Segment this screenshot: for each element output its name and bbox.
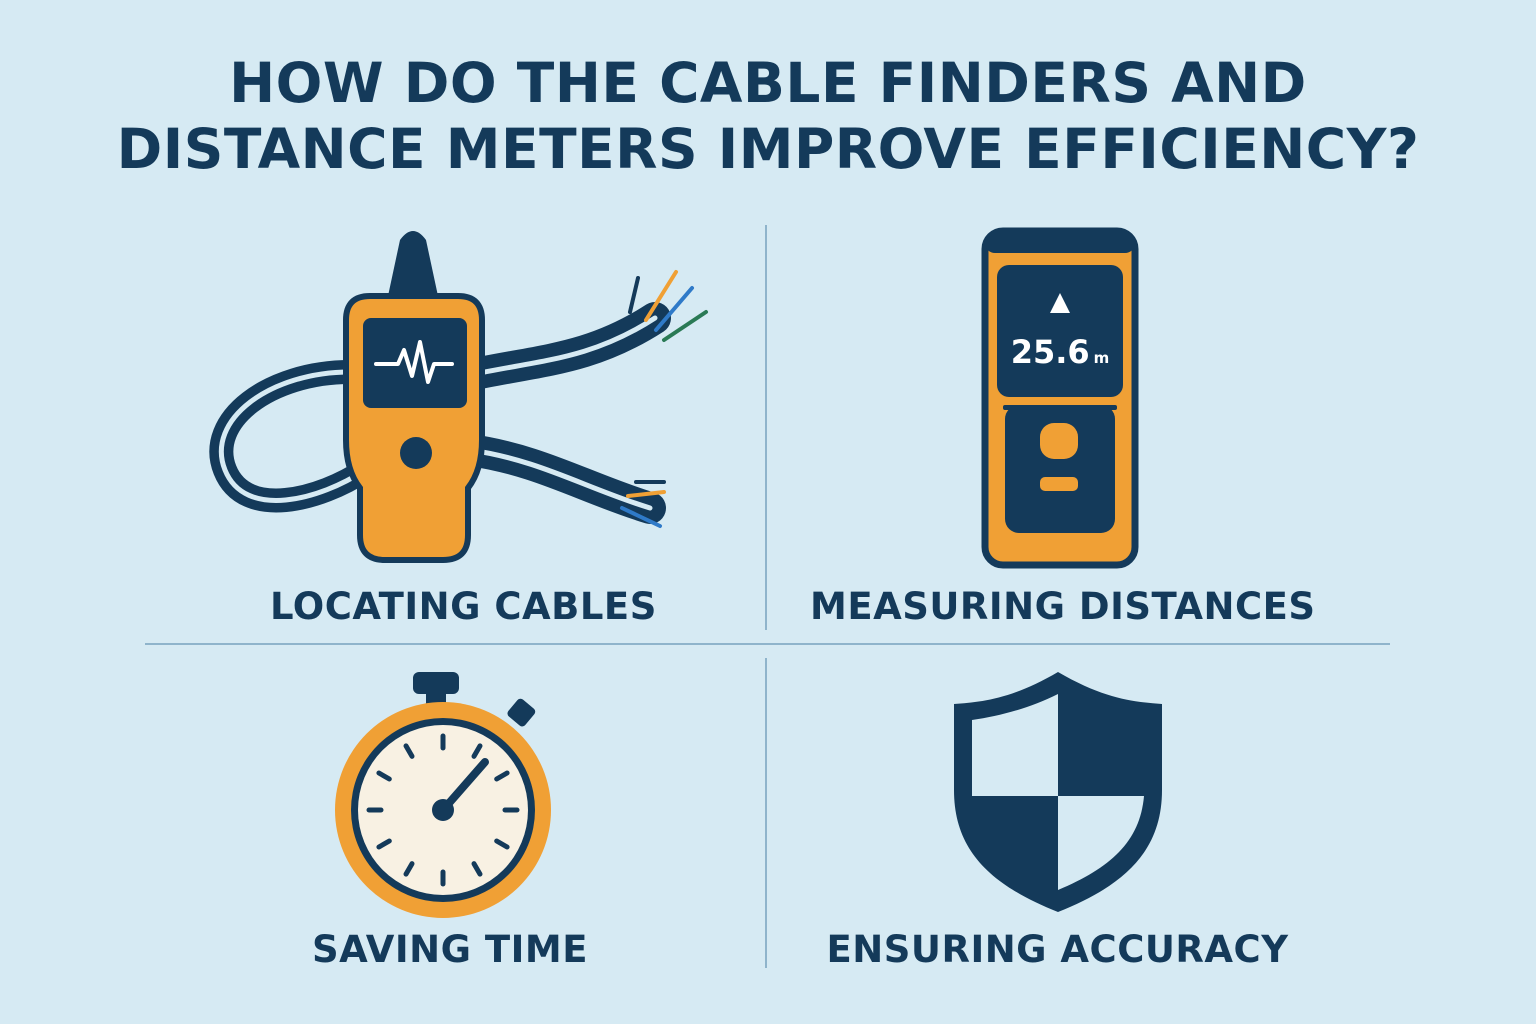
label-measuring-distances: MEASURING DISTANCES xyxy=(810,585,1316,628)
horizontal-divider xyxy=(145,643,1390,645)
stopwatch-tick xyxy=(471,861,483,877)
stopwatch-tick xyxy=(494,838,510,850)
label-locating-cables: LOCATING CABLES xyxy=(270,585,657,628)
stopwatch-tick xyxy=(376,770,392,782)
shield-icon xyxy=(954,672,1162,912)
distance-meter-body xyxy=(981,227,1139,569)
label-ensuring-accuracy: ENSURING ACCURACY xyxy=(826,928,1289,971)
circle-button-icon xyxy=(1040,423,1078,459)
cable-finder-icon xyxy=(209,231,708,563)
title-line-1: HOW DO THE CABLE FINDERS AND xyxy=(229,51,1307,115)
stopwatch-icon xyxy=(335,672,551,918)
title-line-2: DISTANCE METERS IMPROVE EFFICIENCY? xyxy=(116,117,1420,181)
bar-button-icon xyxy=(1040,477,1078,491)
stopwatch-tick xyxy=(471,743,483,759)
label-saving-time: SAVING TIME xyxy=(312,928,588,971)
stopwatch-tick xyxy=(376,838,392,850)
triangle-up-icon xyxy=(1050,293,1070,313)
readout-value: 25.6 xyxy=(1010,333,1090,371)
stopwatch-tick xyxy=(403,861,415,877)
stopwatch-tick xyxy=(494,770,510,782)
readout-unit: m xyxy=(1093,349,1110,367)
page-title: HOW DO THE CABLE FINDERS AND DISTANCE ME… xyxy=(0,50,1536,182)
vertical-divider-bottom xyxy=(765,658,767,968)
stopwatch-tick xyxy=(403,743,415,759)
vertical-divider-top xyxy=(765,225,767,630)
